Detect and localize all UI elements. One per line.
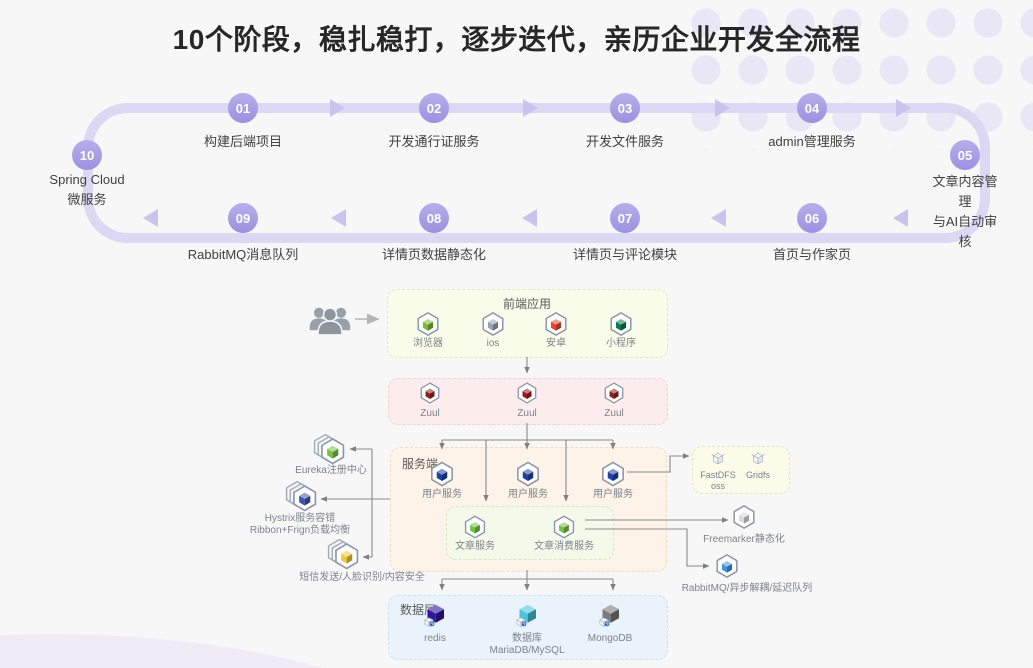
mariadb-mysql-db-icon — [512, 601, 542, 631]
users-icon — [307, 304, 353, 341]
sms-stack-icon — [325, 537, 362, 571]
redis-label: redis — [424, 633, 446, 644]
user-service-label: 用户服务 — [422, 489, 462, 500]
hystrix-ribbon-label: Hystrix服务容错 Ribbon+Frign负载均衡 — [249, 513, 351, 536]
miniprogram-label: 小程序 — [606, 338, 636, 349]
redis-db-icon — [420, 601, 450, 631]
rabbitmq-cube-icon — [714, 553, 741, 580]
user-service-cube-icon — [514, 460, 542, 488]
frontend-apps-title: 前端应用 — [502, 297, 552, 311]
zuul-label: Zuul — [420, 408, 440, 419]
stage-02-circle: 02 — [419, 93, 449, 123]
article-service-cube-icon — [462, 514, 488, 540]
stage-05-circle: 05 — [950, 140, 980, 170]
user-service-label: 用户服务 — [508, 489, 548, 500]
eureka-stack-icon — [311, 432, 348, 466]
ios-cube-icon — [480, 311, 507, 338]
flow-arrow-right-icon — [896, 99, 911, 117]
stage-06-label: 首页与作家页 — [772, 247, 852, 262]
freemarker-label: Freemarker静态化 — [703, 534, 785, 545]
article-consumer-label: 文章消费服务 — [534, 541, 594, 552]
mongodb-label: MongoDB — [587, 633, 633, 644]
stage-05-label: 文章内容管理 与AI自动审核 — [932, 174, 998, 250]
stage-08-label: 详情页数据静态化 — [381, 247, 487, 262]
flow-arrow-right-icon — [330, 99, 345, 117]
stage-02-label: 开发通行证服务 — [388, 134, 480, 149]
stage-04-label: admin管理服务 — [768, 134, 856, 149]
zuul-label: Zuul — [604, 408, 624, 419]
miniprogram-cube-icon — [608, 311, 635, 338]
browser-label: 浏览器 — [413, 338, 443, 349]
mongodb-db-icon — [595, 601, 625, 631]
gridfs-package-icon — [748, 449, 768, 469]
data-layer-title: 数据层 — [400, 603, 437, 617]
server-title: 服务端 — [402, 457, 439, 471]
stage-10-label: Spring Cloud 微服务 — [49, 172, 125, 208]
user-service-cube-icon — [428, 460, 456, 488]
stage-04-circle: 04 — [797, 93, 827, 123]
browser-cube-icon — [415, 311, 442, 338]
flow-arrow-left-icon — [522, 209, 537, 227]
storage-box — [692, 446, 790, 494]
zuul-cube-icon — [602, 381, 626, 405]
android-label: 安卓 — [546, 338, 566, 349]
article-consumer-cube-icon — [551, 514, 577, 540]
user-service-label: 用户服务 — [593, 489, 633, 500]
gridfs-label: Gridfs — [745, 470, 771, 480]
freemarker-cube-icon — [731, 504, 758, 531]
zuul-cube-icon — [515, 381, 539, 405]
flow-arrow-left-icon — [711, 209, 726, 227]
android-cube-icon — [543, 311, 570, 338]
page-title: 10个阶段，稳扎稳打，逐步迭代，亲历企业开发全流程 — [172, 24, 861, 55]
fastdfs-label: FastDFS oss — [700, 470, 736, 491]
stage-10-circle: 10 — [72, 140, 102, 170]
stage-01-label: 构建后端项目 — [203, 134, 283, 149]
stage-07-label: 详情页与评论模块 — [572, 247, 678, 262]
sms-face-content-label: 短信发送/人脸识别/内容安全 — [299, 572, 425, 583]
flow-arrow-right-icon — [523, 99, 538, 117]
stage-09-label: RabbitMQ消息队列 — [187, 247, 299, 262]
fastdfs-package-icon — [708, 449, 728, 469]
stage-08-circle: 08 — [419, 203, 449, 233]
zuul-cube-icon — [418, 381, 442, 405]
eureka-label: Eureka注册中心 — [295, 465, 367, 476]
flow-arrow-left-icon — [331, 209, 346, 227]
flow-arrow-left-icon — [893, 209, 908, 227]
rabbitmq-label: RabbitMQ/异步解耦/延迟队列 — [681, 583, 813, 594]
mariadb-mysql-label: 数据库 MariaDB/MySQL — [489, 633, 565, 656]
article-service-label: 文章服务 — [455, 541, 495, 552]
stage-06-circle: 06 — [797, 203, 827, 233]
stage-01-circle: 01 — [228, 93, 258, 123]
stage-07-circle: 07 — [610, 203, 640, 233]
stage-03-label: 开发文件服务 — [585, 134, 665, 149]
flow-arrow-right-icon — [715, 99, 730, 117]
stage-09-circle: 09 — [228, 203, 258, 233]
stage-03-circle: 03 — [610, 93, 640, 123]
user-service-cube-icon — [599, 460, 627, 488]
zuul-label: Zuul — [517, 408, 537, 419]
ios-label: ios — [486, 338, 500, 349]
hystrix-stack-icon — [283, 479, 320, 513]
flow-arrow-left-icon — [143, 209, 158, 227]
